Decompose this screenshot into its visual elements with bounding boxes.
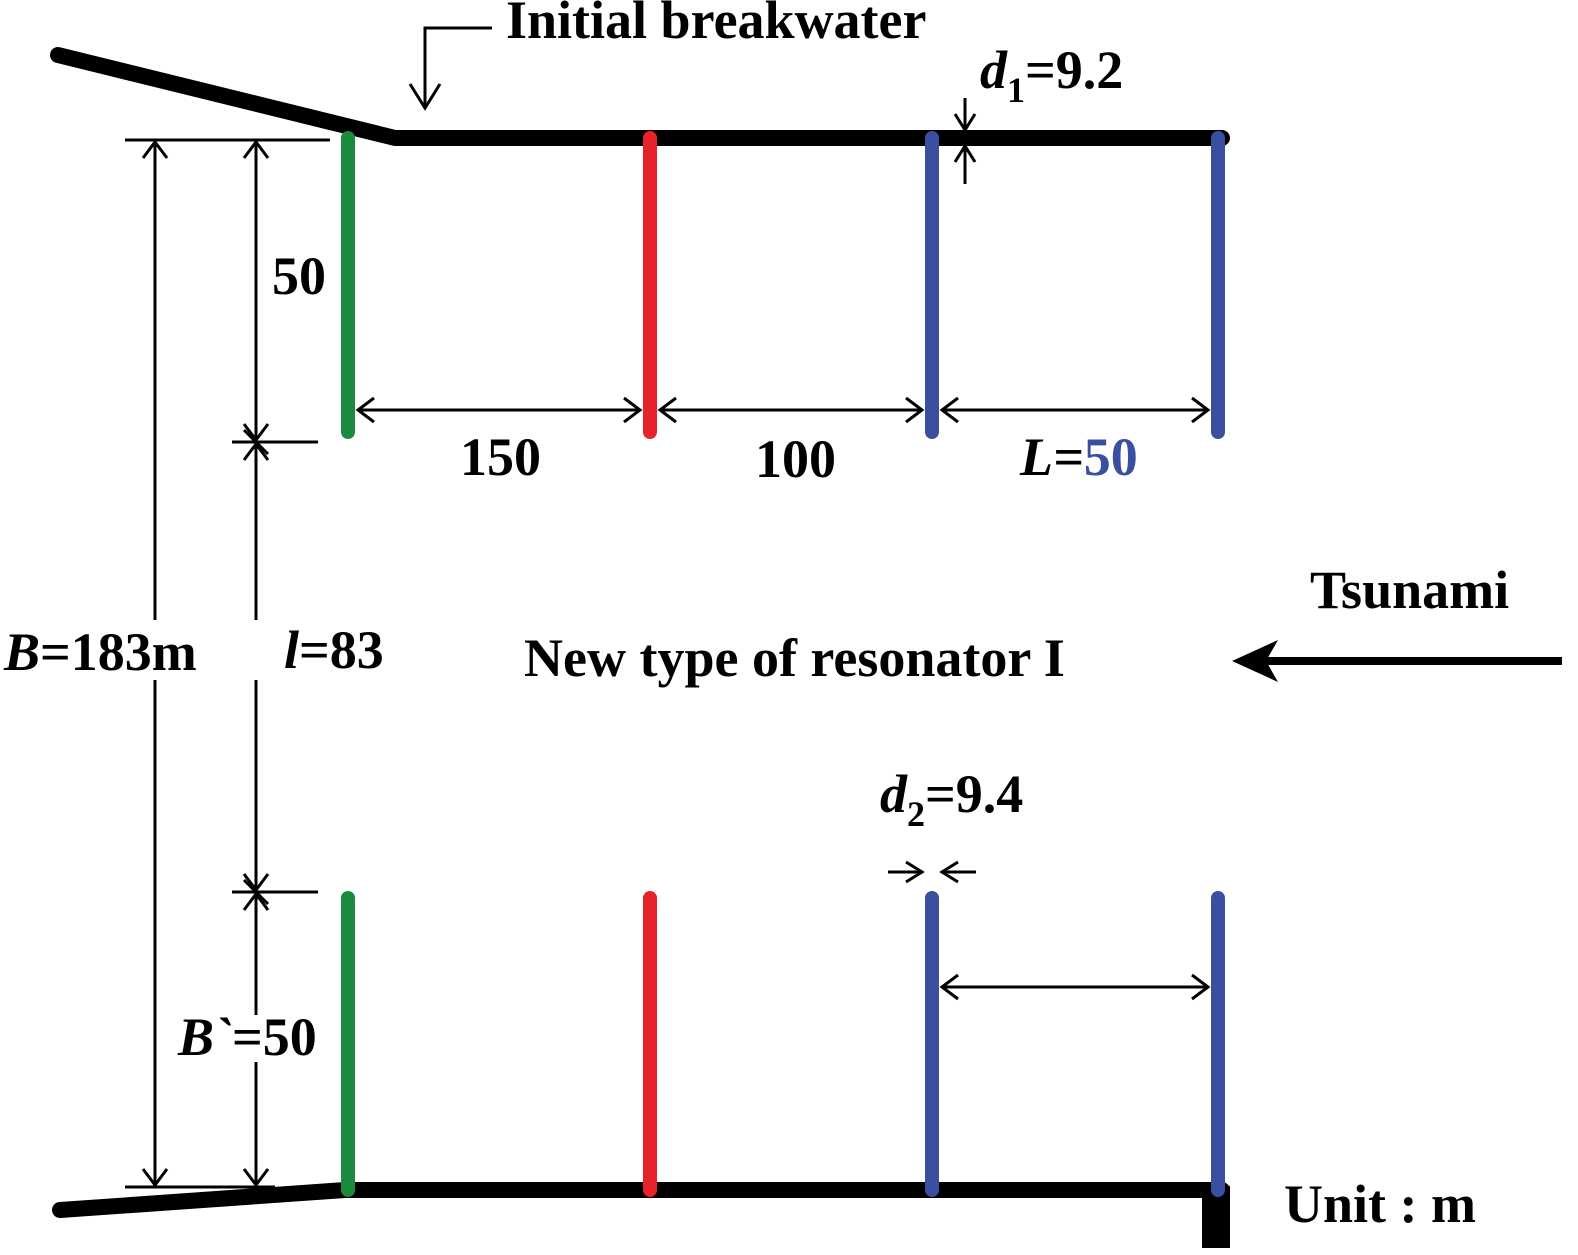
top-gap-label: 50: [272, 246, 326, 306]
d1-dimension: [953, 98, 977, 184]
Bprime-label: B`=50: [177, 1007, 317, 1067]
d2-label: d2=9.4: [880, 764, 1023, 834]
top-horizontal-dims: [355, 396, 1211, 424]
seg-red-label: 100: [755, 429, 836, 489]
title-label: New type of resonator I: [524, 628, 1065, 688]
breakwater-pointer-head: [408, 83, 442, 111]
tsunami-label: Tsunami: [1310, 560, 1509, 620]
bottom-horizontal-dim: [939, 973, 1211, 1001]
B-dimension: [125, 138, 330, 1189]
breakwater-pointer: [423, 26, 492, 106]
seg-green-label: 150: [460, 427, 541, 487]
inner-vertical-dims: [232, 139, 318, 1188]
tsunami-arrow-head: [1232, 640, 1278, 682]
d2-dimension: [888, 860, 976, 884]
bottom-breakwater: [52, 1182, 1230, 1218]
unit-label: Unit : m: [1284, 1174, 1476, 1234]
seg-blue-label: L=50: [1019, 427, 1138, 487]
l-label: l=83: [284, 620, 384, 680]
d1-label: d1=9.2: [980, 40, 1123, 110]
breakwater-label: Initial breakwater: [506, 0, 926, 50]
top-breakwater: [50, 47, 1230, 146]
B-label: B=183m: [3, 622, 197, 682]
